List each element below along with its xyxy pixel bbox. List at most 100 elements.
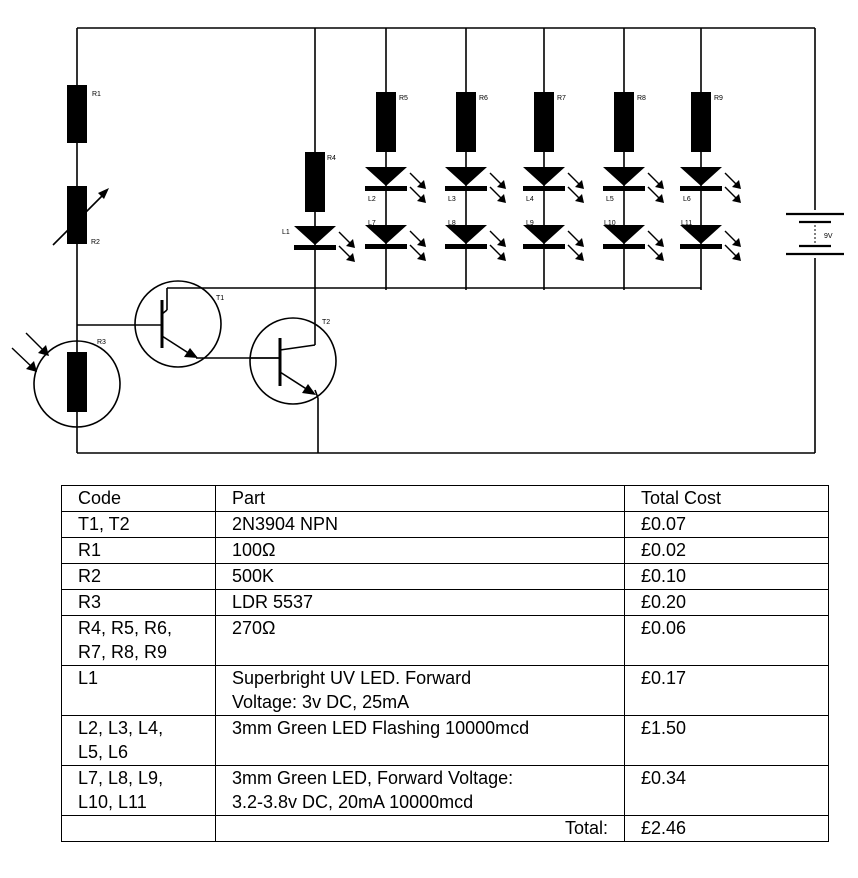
parts-table: Code Part Total Cost T1, T2 2N3904 NPN £0.… bbox=[61, 485, 829, 842]
label-l8: L8 bbox=[448, 220, 456, 227]
table-header-row: Code Part Total Cost bbox=[61, 485, 829, 512]
table-row: R3 LDR 5537 £0.20 bbox=[61, 589, 829, 616]
label-l6: L6 bbox=[683, 196, 691, 203]
variable-resistor-r2 bbox=[52, 186, 109, 246]
led-l11 bbox=[679, 224, 742, 262]
transistor-t2 bbox=[249, 317, 337, 405]
cell-code: T1, T2 bbox=[61, 511, 216, 538]
led-l1 bbox=[293, 225, 356, 263]
table-row: R4, R5, R6, R7, R8, R9 270Ω £0.06 bbox=[61, 615, 829, 666]
cell-cost: £0.34 bbox=[624, 765, 829, 816]
cell-cost: £0.02 bbox=[624, 537, 829, 564]
table-row: R2 500K £0.10 bbox=[61, 563, 829, 590]
label-r7: R7 bbox=[557, 95, 566, 102]
led-l10 bbox=[602, 224, 665, 262]
cell-code: R4, R5, R6, R7, R8, R9 bbox=[61, 615, 216, 666]
resistor-r9 bbox=[691, 92, 711, 152]
cell-part: 3mm Green LED Flashing 10000mcd bbox=[215, 715, 625, 766]
code-line: R3 bbox=[78, 592, 102, 612]
label-l2: L2 bbox=[368, 196, 376, 203]
part-line: 3mm Green LED Flashing 10000mcd bbox=[232, 718, 530, 738]
total-row: Total: £2.46 bbox=[61, 815, 829, 842]
label-r9: R9 bbox=[714, 95, 723, 102]
label-r3: R3 bbox=[97, 339, 106, 346]
cell-code: R1 bbox=[61, 537, 216, 564]
label-battery: 9V bbox=[824, 233, 833, 240]
label-l5: L5 bbox=[606, 196, 614, 203]
code-line: L10, L11 bbox=[78, 792, 147, 812]
led-l7 bbox=[364, 224, 427, 262]
label-l7: L7 bbox=[368, 220, 376, 227]
table-row: L7, L8, L9, L10, L11 3mm Green LED, Forwar… bbox=[61, 765, 829, 816]
part-line: 3mm Green LED, Forward Voltage: bbox=[232, 768, 514, 788]
table-row: R1 100Ω £0.02 bbox=[61, 537, 829, 564]
ldr-r3 bbox=[11, 332, 121, 428]
led-l8 bbox=[444, 224, 507, 262]
cell-code: R3 bbox=[61, 589, 216, 616]
resistor-r6 bbox=[456, 92, 476, 152]
code-line: L7, L8, L9, bbox=[78, 768, 164, 788]
table-row: L2, L3, L4, L5, L6 3mm Green LED Flashing … bbox=[61, 715, 829, 766]
resistor-r1 bbox=[67, 85, 87, 143]
label-r4: R4 bbox=[327, 155, 336, 162]
label-r6: R6 bbox=[479, 95, 488, 102]
led-l9 bbox=[522, 224, 585, 262]
battery-9v bbox=[784, 210, 846, 258]
label-t1: T1 bbox=[216, 295, 224, 302]
cell-cost: £0.06 bbox=[624, 615, 829, 666]
label-l11: L11 bbox=[681, 220, 692, 227]
code-line: R4, R5, R6, bbox=[78, 618, 173, 638]
header-part: Part bbox=[215, 485, 625, 512]
cell-part: 2N3904 NPN bbox=[215, 511, 625, 538]
part-line: 3.2-3.8v DC, 20mA 10000mcd bbox=[232, 792, 474, 812]
part-line: Voltage: 3v DC, 25mA bbox=[232, 692, 410, 712]
part-line: LDR 5537 bbox=[232, 592, 314, 612]
cell-part: LDR 5537 bbox=[215, 589, 625, 616]
part-line: 270Ω bbox=[232, 618, 276, 638]
code-line: R2 bbox=[78, 566, 102, 586]
code-line: R7, R8, R9 bbox=[78, 642, 168, 662]
label-l1: L1 bbox=[282, 229, 290, 236]
transistor-t1 bbox=[134, 280, 222, 368]
cell-cost: £0.10 bbox=[624, 563, 829, 590]
code-line: R1 bbox=[78, 540, 102, 560]
cell-code: L1 bbox=[61, 665, 216, 716]
cell-part: 270Ω bbox=[215, 615, 625, 666]
cell-cost: £0.07 bbox=[624, 511, 829, 538]
resistor-r7 bbox=[534, 92, 554, 152]
part-line: 2N3904 NPN bbox=[232, 514, 339, 534]
total-label: Total: bbox=[215, 815, 625, 842]
cell-code: L2, L3, L4, L5, L6 bbox=[61, 715, 216, 766]
label-t2: T2 bbox=[322, 319, 330, 326]
total-empty-cell bbox=[61, 815, 216, 842]
cell-code: L7, L8, L9, L10, L11 bbox=[61, 765, 216, 816]
code-line: L2, L3, L4, bbox=[78, 718, 164, 738]
part-line: 500K bbox=[232, 566, 275, 586]
code-line: L1 bbox=[78, 668, 99, 688]
cell-cost: £0.20 bbox=[624, 589, 829, 616]
table-row: T1, T2 2N3904 NPN £0.07 bbox=[61, 511, 829, 538]
label-r5: R5 bbox=[399, 95, 408, 102]
cell-cost: £1.50 bbox=[624, 715, 829, 766]
label-l3: L3 bbox=[448, 196, 456, 203]
label-r8: R8 bbox=[637, 95, 646, 102]
total-value: £2.46 bbox=[624, 815, 829, 842]
cell-part: 3mm Green LED, Forward Voltage: 3.2-3.8v … bbox=[215, 765, 625, 816]
resistor-r4 bbox=[305, 152, 325, 212]
code-line: T1, T2 bbox=[78, 514, 130, 534]
header-cost: Total Cost bbox=[624, 485, 829, 512]
label-l10: L10 bbox=[604, 220, 616, 227]
cell-cost: £0.17 bbox=[624, 665, 829, 716]
part-line: Superbright UV LED. Forward bbox=[232, 668, 472, 688]
part-line: 100Ω bbox=[232, 540, 276, 560]
cell-part: 100Ω bbox=[215, 537, 625, 564]
header-code: Code bbox=[61, 485, 216, 512]
code-line: L5, L6 bbox=[78, 742, 129, 762]
label-l9: L9 bbox=[526, 220, 534, 227]
label-l4: L4 bbox=[526, 196, 534, 203]
resistor-r8 bbox=[614, 92, 634, 152]
cell-code: R2 bbox=[61, 563, 216, 590]
cell-part: 500K bbox=[215, 563, 625, 590]
